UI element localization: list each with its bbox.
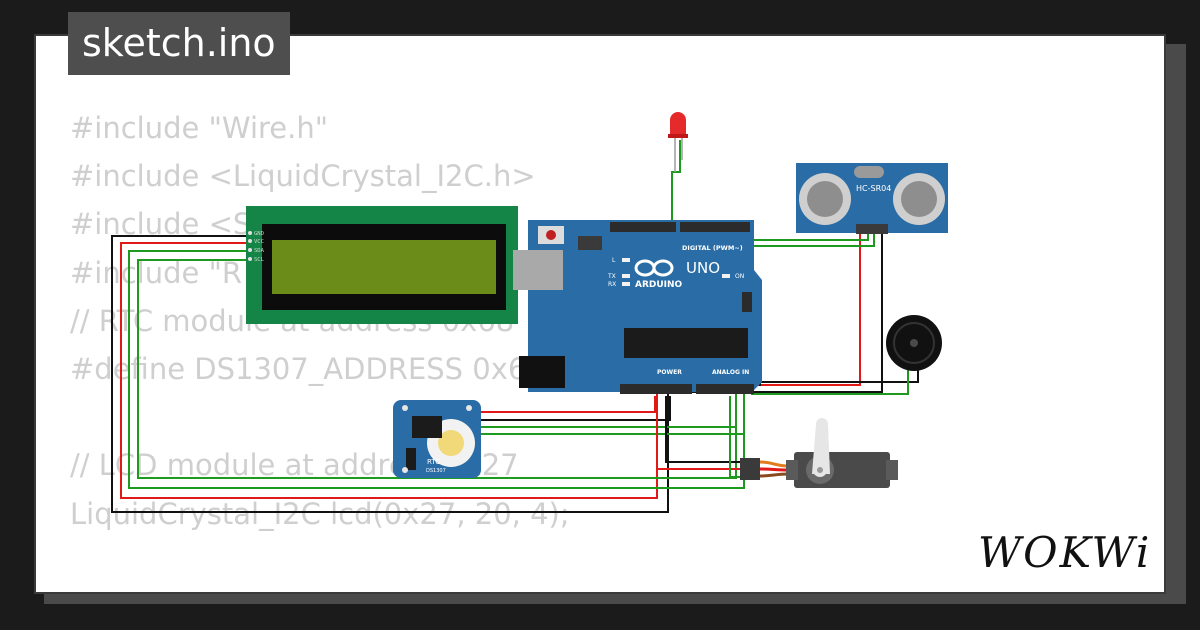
lcd-pin-scl (248, 257, 252, 261)
rtc-label: RTC (427, 458, 440, 466)
lcd-pin-sda (248, 248, 252, 252)
wire-servo-vcc (656, 396, 742, 470)
wire-rtc-scl (470, 396, 745, 435)
wire-buzzer-gnd (759, 370, 919, 386)
header-digital-right (680, 222, 750, 232)
header-digital-left (610, 222, 676, 232)
label-power: POWER (657, 369, 682, 376)
lcd-pin-label: VCC (254, 239, 264, 245)
rtc-chip-label: DS1307 (426, 468, 446, 474)
rtc-chip (412, 416, 442, 438)
wire-rtc-vcc (470, 396, 656, 413)
label-rx: RX (608, 281, 616, 288)
servo-motor[interactable] (740, 418, 898, 488)
wire-servo-sig (729, 396, 742, 478)
servo-horn (812, 418, 830, 474)
wokwi-logo: WOKWi (978, 528, 1152, 577)
arduino-uno[interactable]: DIGITAL (PWM~) POWER ANALOG IN L TX RX O… (513, 220, 762, 394)
lcd-pin-gnd (248, 231, 252, 235)
led-body (670, 112, 686, 136)
wire-rtc-sda (470, 396, 737, 428)
wire-lcd-gnd (111, 235, 669, 513)
wire-lcd-sda (128, 250, 745, 489)
servo-connector (740, 458, 760, 480)
code-line: #include "Wire.h" (70, 111, 329, 145)
wire-servo-gnd (665, 396, 742, 463)
lcd-pin-label: SDA (254, 248, 265, 254)
header-analog (696, 384, 754, 394)
ultrasonic-label: HC-SR04 (856, 184, 891, 193)
wire-led (671, 140, 681, 224)
wire-rtc-gnd (470, 396, 671, 421)
led-red[interactable] (668, 112, 688, 172)
arduino-infinity-icon (634, 259, 674, 277)
lcd-pin-label: GND (254, 231, 264, 237)
label-digital: DIGITAL (PWM~) (682, 244, 743, 252)
wire-lcd-scl (137, 259, 737, 479)
file-tab[interactable]: sketch.ino (68, 12, 290, 75)
lcd-screen (272, 240, 496, 294)
label-on: ON (735, 273, 744, 280)
atmega-chip (624, 328, 748, 358)
usb-connector (513, 250, 563, 290)
code-line: #include <LiquidCrystal_I2C.h> (70, 159, 536, 194)
lcd-pin-vcc (248, 239, 252, 243)
code-line: #include "R (70, 255, 243, 290)
lcd-pin-label: SCL (254, 257, 265, 263)
header-power (620, 384, 692, 394)
wires (111, 140, 919, 513)
power-jack (519, 356, 565, 388)
label-arduino: ARDUINO (635, 280, 683, 290)
label-tx: TX (607, 273, 616, 280)
label-analog: ANALOG IN (712, 369, 749, 376)
reset-button-cap (546, 230, 556, 240)
rtc-battery (438, 430, 464, 456)
label-uno: UNO (686, 259, 720, 277)
ultrasonic-sensor[interactable]: HC-SR04 (796, 163, 948, 234)
buzzer[interactable] (886, 315, 942, 371)
label-led-l: L (612, 257, 616, 264)
rtc-module[interactable]: RTC DS1307 (393, 400, 481, 478)
lcd-display[interactable]: GND VCC SDA SCL (246, 206, 518, 324)
